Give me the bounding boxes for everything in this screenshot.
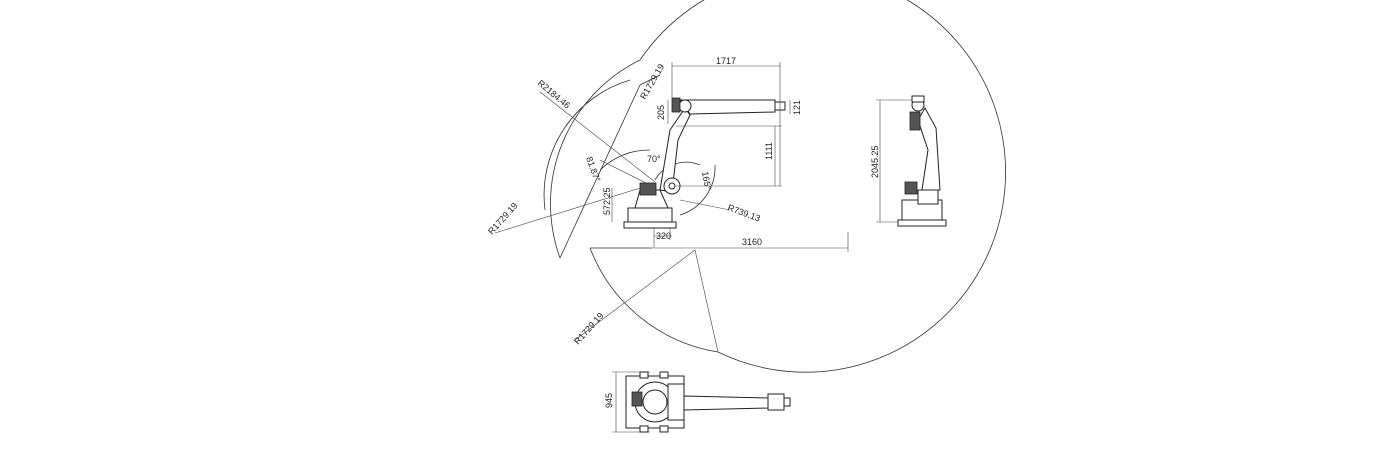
dim-arm-drop: 1111 [764,142,774,160]
dim-wrist-offset: 121 [792,100,802,115]
dim-angle-right: 165° [700,171,713,191]
dim-reach-width: 1717 [716,56,736,66]
dim-max-reach: 3160 [742,237,762,247]
dim-radius-left: R1729.19 [486,201,520,237]
dim-base-height: 572.25 [602,187,612,215]
dim-angle-upper: 70° [647,154,661,164]
robot-top-view [612,371,791,433]
dim-radius-outer: R2184.46 [536,78,572,111]
dim-top-width: 945 [604,393,614,408]
workspace-envelope [494,0,1006,373]
robot-front-view [876,95,947,227]
dim-upper-offset: 205 [656,105,666,120]
dim-base-offset: 320 [656,231,671,241]
dim-angle-left: 81.87° [584,155,602,183]
dim-radius-bottom: R1729.19 [572,311,606,347]
dim-radius-mid-top: R1729.19 [638,62,666,101]
robot-side-view [623,97,786,229]
dim-radius-inner: R739.13 [726,202,761,223]
dim-side-height: 2045.25 [870,145,880,178]
dimension-lines [611,62,849,252]
